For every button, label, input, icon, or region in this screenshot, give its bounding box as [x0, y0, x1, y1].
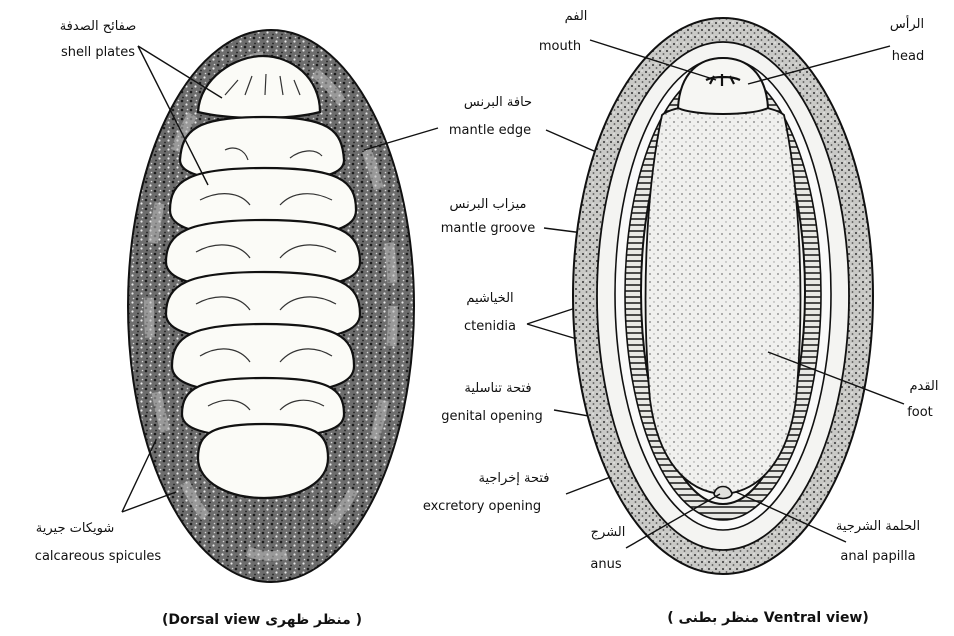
label-foot-ar: القدم [909, 379, 938, 394]
foot [646, 104, 801, 494]
label-ctenidia-ar: الخياشيم [466, 291, 513, 306]
label-genital-opening-ar: فتحة تناسلية [464, 381, 531, 396]
label-mantle-groove-en: mantle groove [441, 221, 536, 236]
label-mantle-edge-en: mantle edge [449, 123, 531, 138]
label-mantle-groove-ar: ميزاب البرنس [450, 197, 527, 212]
label-head-en: head [892, 49, 924, 64]
label-anal-papilla-en: anal papilla [840, 549, 915, 564]
label-shell-plates-en: shell plates [61, 45, 135, 60]
label-shell-plates-ar: صفائح الصدفة [60, 19, 137, 34]
label-mantle-edge-ar: حافة البرنس [464, 95, 532, 110]
label-genital-opening-en: genital opening [441, 409, 542, 424]
label-foot-en: foot [907, 405, 933, 420]
ventral-view: الفم mouth الرأس head القدم foot الشرج a… [539, 9, 939, 626]
label-calcareous-spicules-ar: شويكات جيرية [36, 521, 114, 536]
label-mouth-en: mouth [539, 39, 581, 54]
label-head-ar: الرأس [890, 15, 924, 32]
label-mouth-ar: الفم [565, 9, 588, 24]
label-calcareous-spicules-en: calcareous spicules [35, 549, 162, 564]
dorsal-caption: (Dorsal view منظر ظهرى ) [162, 612, 362, 628]
label-excretory-opening-en: excretory opening [423, 499, 541, 514]
label-excretory-opening-ar: فتحة إخراجية [479, 471, 550, 486]
shell-plate-8 [198, 424, 328, 498]
label-anal-papilla-ar: الحلمة الشرجية [836, 519, 920, 534]
label-ctenidia-en: ctenidia [464, 319, 516, 334]
ventral-caption: ( منظر بطنى Ventral view) [667, 610, 869, 626]
dorsal-view: صفائح الصدفة shell plates شويكات جيرية c… [35, 19, 414, 628]
label-anus-en: anus [590, 557, 621, 572]
label-anus-ar: الشرج [591, 525, 626, 540]
